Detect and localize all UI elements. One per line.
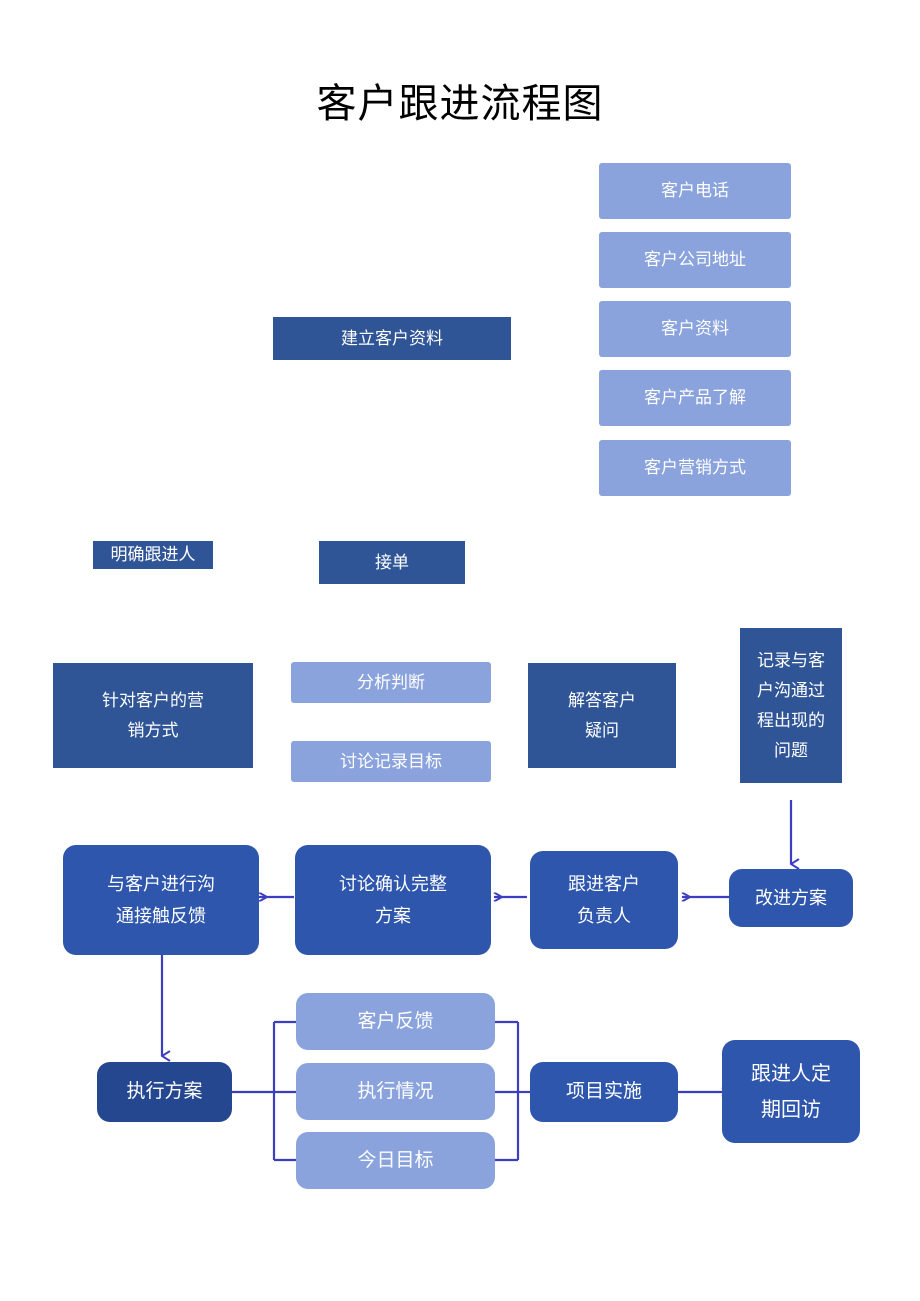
node-customer-marketing-method[interactable]: 客户营销方式 [599, 440, 791, 496]
node-execute-plan[interactable]: 执行方案 [97, 1062, 232, 1122]
node-build-customer-profile[interactable]: 建立客户资料 [273, 317, 511, 360]
node-communicate-feedback[interactable]: 与客户进行沟 通接触反馈 [63, 845, 259, 955]
node-discuss-confirm-plan[interactable]: 讨论确认完整 方案 [295, 845, 491, 955]
node-follower-regular-visit[interactable]: 跟进人定 期回访 [722, 1040, 860, 1143]
node-confirm-follower[interactable]: 明确跟进人 [93, 541, 213, 569]
node-improve-plan[interactable]: 改进方案 [729, 869, 853, 927]
node-take-order[interactable]: 接单 [319, 541, 465, 584]
node-follow-up-owner[interactable]: 跟进客户 负责人 [530, 851, 678, 949]
node-project-implementation[interactable]: 项目实施 [530, 1062, 678, 1122]
page-title: 客户跟进流程图 [316, 82, 604, 126]
node-discussion-record-goal[interactable]: 讨论记录目标 [291, 741, 491, 782]
node-execution-status[interactable]: 执行情况 [296, 1063, 495, 1120]
node-customer-company-address[interactable]: 客户公司地址 [599, 232, 791, 288]
node-analysis-judgement[interactable]: 分析判断 [291, 662, 491, 703]
node-targeted-marketing[interactable]: 针对客户的营 销方式 [53, 663, 253, 768]
node-customer-product-understanding[interactable]: 客户产品了解 [599, 370, 791, 426]
node-customer-feedback[interactable]: 客户反馈 [296, 993, 495, 1050]
node-record-communication-issues[interactable]: 记录与客 户沟通过 程出现的 问题 [740, 628, 842, 783]
node-answer-customer-questions[interactable]: 解答客户 疑问 [528, 663, 676, 768]
node-customer-phone[interactable]: 客户电话 [599, 163, 791, 219]
node-customer-profile[interactable]: 客户资料 [599, 301, 791, 357]
node-today-goal[interactable]: 今日目标 [296, 1132, 495, 1189]
